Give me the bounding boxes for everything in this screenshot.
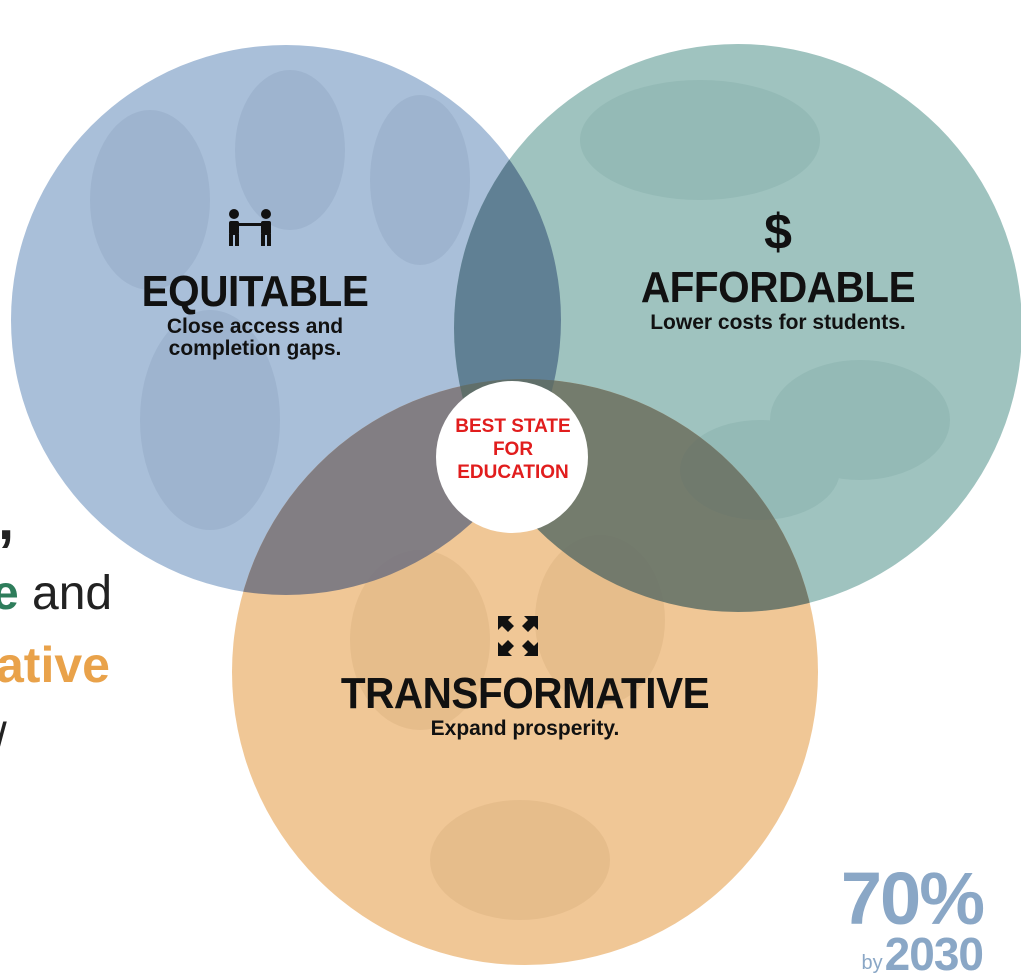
affordable-label: $ AFFORDABLE Lower costs for students.: [598, 204, 958, 334]
goal-stat-by: by: [861, 952, 883, 974]
center-label: BEST STATE FOR EDUCATION: [442, 415, 584, 484]
affordable-transformative-overlap: [454, 379, 818, 612]
center-label-line2: FOR: [492, 439, 534, 460]
goal-stat-year: 2030: [884, 928, 984, 977]
center-circle: [436, 381, 588, 533]
two-people-icon: [229, 209, 271, 246]
transformative-subtitle: Expand prosperity.: [430, 717, 620, 740]
center-label-line1: BEST STATE: [455, 416, 571, 437]
side-text-line2-rest: and: [18, 567, 113, 620]
side-text-line4: /: [0, 712, 7, 766]
transformative-label: TRANSFORMATIVE Expand prosperity.: [300, 672, 750, 740]
equitable-transformative-overlap: [232, 379, 561, 595]
affordable-title: AFFORDABLE: [640, 263, 916, 312]
equitable-label: EQUITABLE Close access and completion ga…: [120, 270, 390, 360]
side-text-line2-highlight: e: [0, 567, 19, 620]
side-text-comma: ,: [0, 486, 14, 553]
expand-arrows-icon: [498, 616, 538, 656]
affordable-photo-texture: [580, 80, 950, 520]
side-text-line2: e and: [0, 566, 112, 621]
goal-stat: 70% by2030: [840, 857, 985, 977]
dollar-sign-icon: $: [764, 204, 792, 260]
equitable-subtitle-line2: completion gaps.: [168, 337, 342, 360]
goal-stat-number: 70%: [840, 857, 985, 940]
equitable-subtitle-line1: Close access and: [166, 315, 344, 338]
center-label-line3: EDUCATION: [457, 462, 569, 483]
side-text-line3: ative: [0, 637, 110, 693]
equitable-photo-texture: [90, 70, 470, 530]
goal-stat-year-row: by2030: [841, 931, 984, 977]
equitable-title: EQUITABLE: [141, 267, 369, 316]
transformative-title: TRANSFORMATIVE: [340, 669, 710, 718]
affordable-subtitle: Lower costs for students.: [650, 311, 906, 334]
